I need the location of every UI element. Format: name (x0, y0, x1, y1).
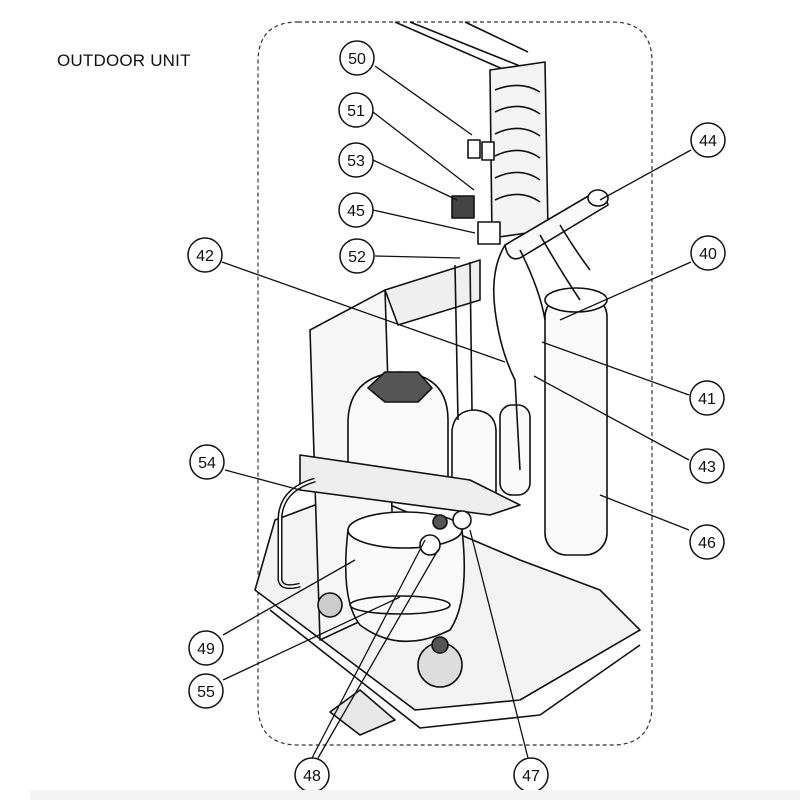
svg-text:41: 41 (698, 391, 716, 408)
leader-lines (221, 65, 692, 759)
callout-40: 40 (690, 235, 726, 271)
svg-text:55: 55 (197, 684, 215, 701)
svg-text:45: 45 (347, 203, 365, 220)
svg-text:49: 49 (197, 641, 215, 658)
tank-46 (544, 294, 608, 556)
dome-mid (451, 409, 497, 496)
callout-43: 43 (689, 448, 725, 484)
svg-text:42: 42 (196, 248, 214, 265)
callout-53: 53 (338, 142, 374, 178)
callout-46: 46 (689, 524, 725, 560)
callout-47: 47 (513, 757, 549, 793)
svg-text:52: 52 (348, 249, 366, 266)
svg-text:40: 40 (699, 246, 717, 263)
svg-text:53: 53 (347, 153, 365, 170)
svg-text:51: 51 (347, 103, 365, 120)
dashed-enclosure (257, 21, 653, 746)
bottom-band (30, 790, 800, 800)
unit-drawing (254, 21, 641, 736)
callout-51: 51 (338, 92, 374, 128)
svg-text:43: 43 (698, 459, 716, 476)
callout-55: 55 (188, 673, 224, 709)
callout-41: 41 (689, 380, 725, 416)
callout-45: 45 (338, 192, 374, 228)
page-title: OUTDOOR UNIT (57, 51, 191, 70)
callout-49: 49 (188, 630, 224, 666)
svg-text:46: 46 (698, 535, 716, 552)
svg-text:44: 44 (699, 133, 717, 150)
svg-text:48: 48 (303, 768, 321, 785)
accumulator (499, 404, 531, 496)
callout-48: 48 (294, 757, 330, 793)
callout-44: 44 (690, 122, 726, 158)
callout-54: 54 (189, 444, 225, 480)
svg-text:50: 50 (348, 51, 366, 68)
callout-52: 52 (339, 238, 375, 274)
svg-text:54: 54 (198, 455, 216, 472)
svg-text:47: 47 (522, 768, 540, 785)
callout-50: 50 (339, 40, 375, 76)
callout-42: 42 (187, 237, 223, 273)
